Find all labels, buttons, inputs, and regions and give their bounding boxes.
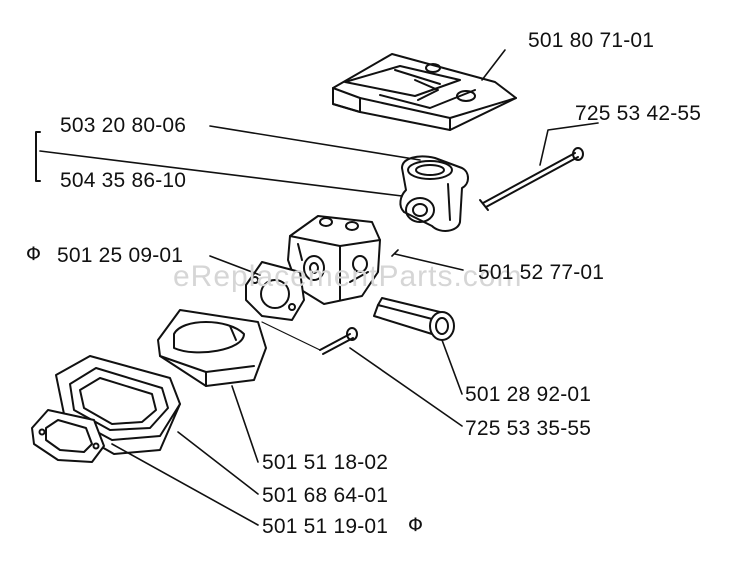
label-rubber-boot: 501 68 64-01 [262,484,389,507]
label-carburetor: 501 52 77-01 [478,261,605,284]
phi-symbol-right: Φ [408,514,423,536]
label-gasket-top: 504 35 86-10 [60,169,187,192]
carburetor-part [287,215,381,305]
label-fuel-filter: 501 28 92-01 [465,383,592,406]
gasket-bottom-part [31,409,105,463]
label-gasket-bottom: 501 51 19-01 [262,515,389,538]
label-carb-adapter: 503 20 80-06 [60,114,187,137]
label-air-filter-cover: 501 80 71-01 [528,29,655,52]
short-screw-part [319,327,358,355]
air-filter-cover-part [332,53,517,131]
label-intake-block: 501 51 18-02 [262,451,389,474]
long-screw-part [479,147,584,211]
phi-symbol-left: Φ [26,243,41,265]
watermark: eReplacementParts.com [173,260,523,293]
label-screw-short: 725 53 35-55 [465,417,592,440]
carb-adapter-part [399,155,469,232]
label-gasket-mid: 501 25 09-01 [57,244,184,267]
fuel-filter-part [373,297,455,341]
intake-block-part [157,309,267,387]
gasket-mid-part [245,261,305,321]
label-screw-long: 725 53 42-55 [575,102,702,125]
